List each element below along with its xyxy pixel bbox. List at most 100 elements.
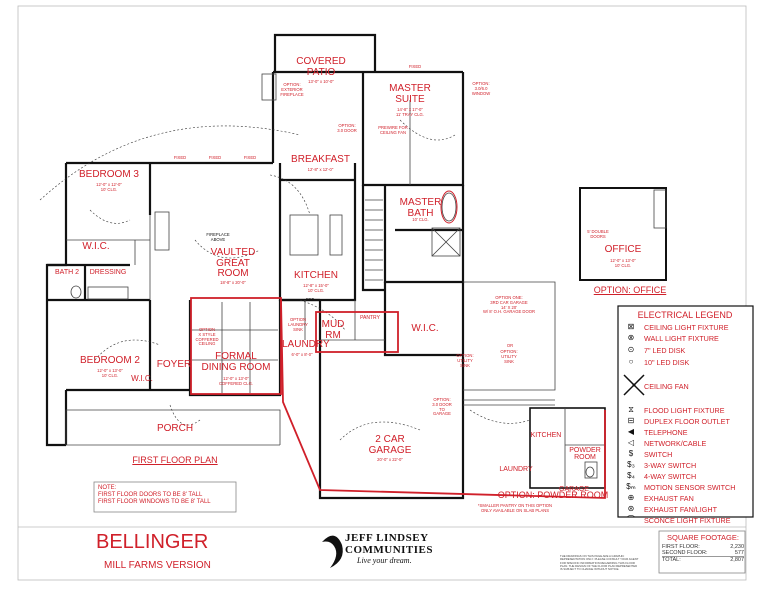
mark-fixed-1: FIXED — [173, 155, 187, 160]
sqft-value: 577 — [734, 550, 744, 556]
legend-label: 4-WAY SWITCH — [644, 471, 697, 481]
three-way-switch-icon: $₃ — [627, 460, 635, 469]
option-office-label: OPTION: OFFICE — [593, 285, 667, 295]
brand-logo: JEFF LINDSEY COMMUNITIES Live your dream… — [345, 532, 455, 565]
room-wic-2: W.I.C. — [131, 374, 153, 383]
room-garage-2car: 2 CAR GARAGE — [368, 434, 412, 456]
legend-box — [617, 305, 754, 518]
mark-fixed-3: FIXED — [243, 155, 257, 160]
legend-title: ELECTRICAL LEGEND — [637, 310, 733, 320]
room-wic-1: W.I.C. — [82, 241, 110, 252]
ceiling-light-fixture-icon: ⊠ — [627, 322, 635, 331]
legend-item: $ₘ MOTION SENSOR SWITCH — [623, 481, 762, 493]
room-dims-bedroom-2: 12'-0" x 13'-0" 10' CLG. — [97, 368, 123, 378]
room-mud-rm: MUD RM — [321, 319, 345, 341]
exterior-walls — [45, 33, 465, 500]
room-breakfast: BREAKFAST — [291, 154, 350, 165]
room-dims-office: 12'-0" x 13'-0" 10' CLG. — [610, 258, 636, 268]
note-text: NOTE: FIRST FLOOR DOORS TO BE 8' TALL FI… — [98, 485, 233, 507]
legend-label: EXHAUST FAN — [644, 493, 694, 503]
brand-line-2: COMMUNITIES — [345, 544, 434, 556]
room-office: OFFICE — [604, 244, 642, 255]
led-disk-10-icon: ○ — [628, 357, 634, 366]
smaller-pantry-note: *SMALLER PANTRY ON THIS OPTION ONLY AVAI… — [477, 503, 553, 513]
motion-sensor-switch-icon: $ₘ — [626, 482, 636, 491]
sqft-label: SECOND FLOOR: — [662, 550, 708, 556]
duplex-floor-outlet-icon: ⊟ — [627, 416, 635, 425]
room-dims-master-suite: 14'-8" x 17'-0" 11' TRAY CLG. — [396, 107, 424, 117]
legend-item: ⊕EXHAUST FAN — [623, 492, 762, 504]
legend-item: ⊗WALL LIGHT FIXTURE — [623, 332, 762, 344]
legend-label: NETWORK/CABLE — [644, 438, 707, 448]
legend-label: CEILING FAN — [644, 381, 689, 391]
note-double-doors: 5' DOUBLE DOORS — [587, 229, 609, 239]
legend-label: MOTION SENSOR SWITCH — [644, 482, 736, 492]
legend-label: 7" LED DISK — [644, 345, 686, 355]
room-porch: PORCH — [156, 423, 194, 434]
legend-item: $₃ 3-WAY SWITCH — [623, 459, 762, 471]
room-dims-master-bath: 10' CLG. — [412, 217, 429, 222]
legend-item: ○ 10" LED DISK — [623, 356, 762, 368]
room-dressing: DRESSING — [89, 269, 127, 276]
room-laundry: LAUNDRY — [282, 339, 330, 350]
note-x-style: OPTION X STYLE COFFERED CEILING — [195, 327, 219, 347]
brand-line-1: JEFF LINDSEY — [345, 532, 429, 544]
led-disk-7-icon: ⊙ — [627, 345, 635, 354]
sqft-row: TOTAL:2,807 — [662, 556, 744, 563]
note-line-1: NOTE: — [98, 485, 117, 491]
note-line-2: FIRST FLOOR DOORS TO BE 8' TALL — [98, 492, 203, 499]
room-master-bath: MASTER BATH — [399, 197, 442, 219]
room-vaulted-great-room: VAULTED GREAT ROOM — [210, 247, 256, 279]
ref-mark: REF — [305, 297, 315, 302]
legend-item: ⊟DUPLEX FLOOR OUTLET — [623, 415, 762, 427]
floor-plan-label: FIRST FLOOR PLAN — [132, 455, 218, 465]
switch-icon: $ — [628, 449, 634, 458]
telephone-icon: ◀ — [627, 427, 635, 436]
mark-fixed-2: FIXED — [208, 155, 222, 160]
room-covered-patio: COVERED PATIO — [296, 56, 346, 78]
legend-label: 3-WAY SWITCH — [644, 460, 697, 470]
note-or: OR — [506, 343, 514, 348]
room-bedroom-3: BEDROOM 3 — [78, 169, 139, 180]
square-footage-title: SQUARE FOOTAGE: — [667, 533, 739, 542]
room-opt-laundry: LAUNDRY — [499, 466, 533, 473]
disclaimer: THE DRAWINGS ON THIS PAGE ARE A GRAPHIC … — [560, 554, 639, 572]
room-pantry: PANTRY — [360, 315, 380, 321]
room-opt-garage: GARAGE — [559, 486, 589, 493]
plan-title: BELLINGER — [96, 531, 209, 553]
legend-item: $SWITCH — [623, 448, 762, 460]
mark-fixed-4: FIXED — [408, 64, 422, 69]
room-opt-powder: POWDER ROOM — [569, 447, 601, 462]
legend-item: ⌒SCONCE LIGHT FIXTURE — [623, 514, 762, 526]
sqft-value: 2,230 — [730, 544, 744, 550]
sconce-light-fixture-icon: ⌒ — [627, 515, 635, 524]
room-formal-dining: FORMAL DINING ROOM — [201, 351, 271, 373]
fireplace-note: FIREPLACE ABOVE — [206, 232, 230, 242]
sqft-value: 2,807 — [730, 557, 744, 563]
room-dims-garage-2car: 20'-0" x 22'-0" — [377, 457, 403, 462]
legend-label: FLOOD LIGHT FIXTURE — [644, 405, 725, 415]
room-opt-kitchen: KITCHEN — [530, 432, 562, 439]
room-dims-breakfast: 12'-8" x 12'-0" — [307, 167, 334, 172]
flood-light-fixture-icon: ⧖ — [628, 405, 634, 414]
legend-label: EXHAUST FAN/LIGHT — [644, 504, 717, 514]
legend-label: 10" LED DISK — [644, 357, 690, 367]
network-cable-icon: ◁ — [627, 438, 635, 447]
note-golf-cart: OPTION: UTILITY SINK — [500, 349, 518, 364]
sqft-row: SECOND FLOOR: 577 — [662, 550, 744, 556]
room-bedroom-2: BEDROOM 2 — [79, 355, 140, 366]
room-bath-2: BATH 2 — [55, 269, 79, 276]
legend-item: ⊙ 7" LED DISK — [623, 344, 762, 356]
note-exterior-fireplace: OPTION: EXTERIOR FIREPLACE — [280, 82, 304, 97]
note-line-3: FIRST FLOOR WINDOWS TO BE 8' TALL — [98, 499, 211, 506]
four-way-switch-icon: $₄ — [627, 471, 635, 480]
room-foyer: FOYER — [156, 359, 192, 370]
room-dims-formal-dining: 12'-0" x 13'-0" COFFERED CLG. — [219, 376, 253, 386]
legend-label: TELEPHONE — [644, 427, 688, 437]
note-third-car: OPTION ONE: 3RD CAR GARAGE 14' X 20' W/ … — [483, 295, 535, 315]
sqft-row: FIRST FLOOR:2,230 — [662, 544, 744, 550]
room-dims-vaulted-great-room: 18'-8" x 20'-0" — [220, 280, 246, 285]
legend-item: ✕CEILING FAN — [623, 380, 762, 392]
